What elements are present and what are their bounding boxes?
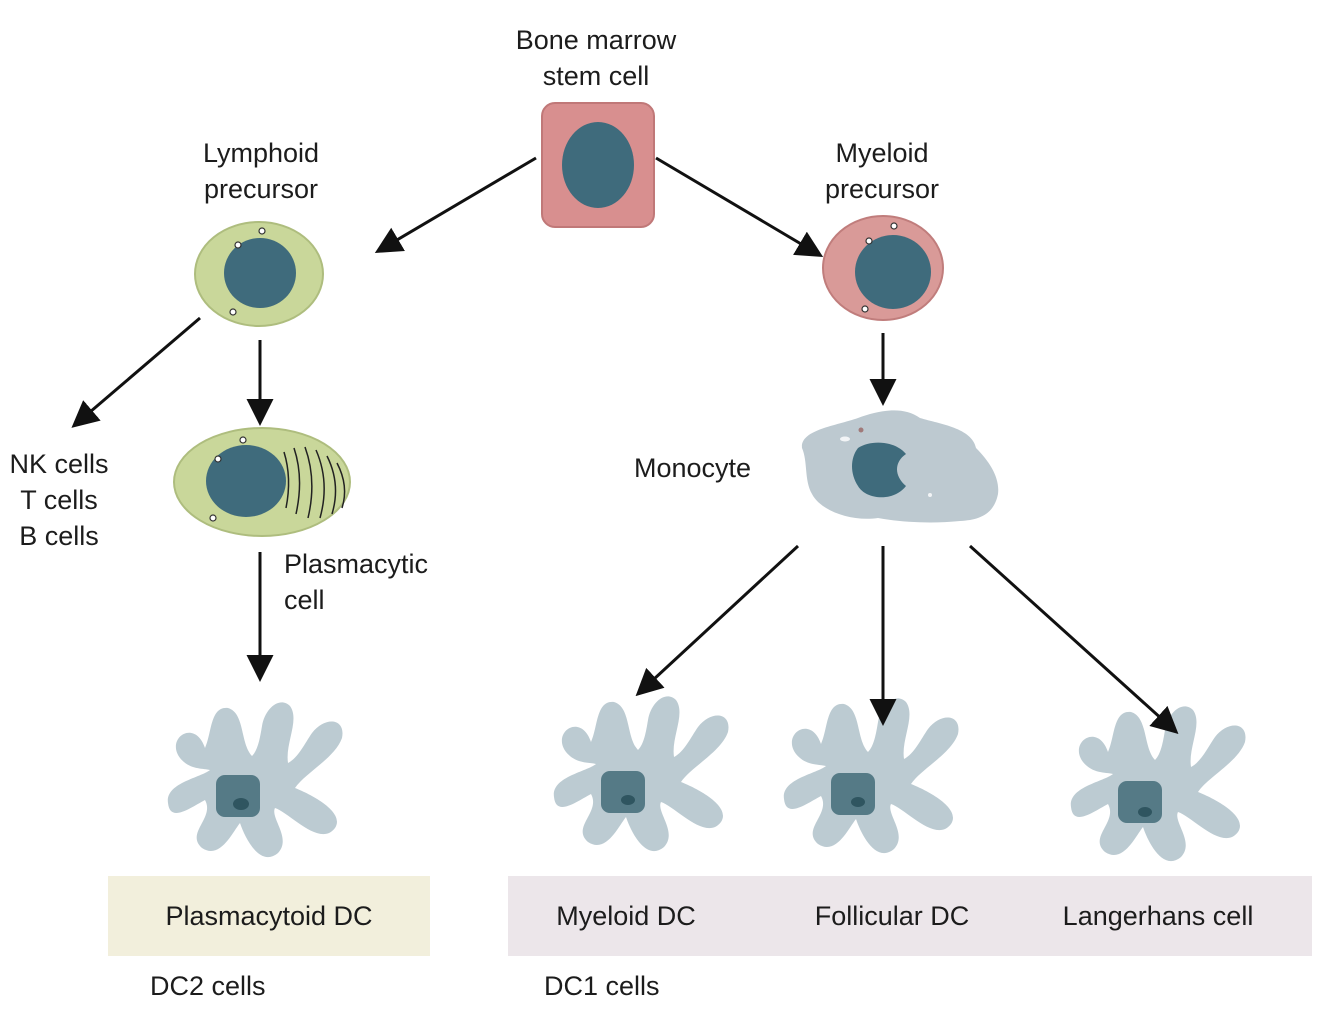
label-line: cell: [284, 585, 325, 615]
lymphoid-precursor-label: Lymphoid precursor: [203, 135, 319, 207]
dc1-box-background: [508, 876, 1312, 956]
label-line: Lymphoid: [202, 138, 320, 168]
langerhans-cell-label: Langerhans cell: [1062, 901, 1254, 931]
myeloid-dc-label: Myeloid DC: [556, 901, 696, 931]
plasmacytic-cell: [173, 427, 351, 537]
bone-marrow-stem-cell-label: Bone marrow stem cell: [516, 22, 677, 94]
follicular-dc-cell: [783, 698, 959, 854]
arrow-monocyte-to-langerhans: [968, 544, 1179, 735]
plasmacytoid-dc-cell: [167, 702, 343, 858]
t-cells-text: T cells: [20, 485, 98, 515]
arrow-stem-to-myeloid: [655, 156, 824, 258]
nk-t-b-cells-label: NK cells T cells B cells: [0, 446, 118, 554]
myeloid-dc-cell: [553, 696, 729, 852]
b-cells-text: B cells: [19, 521, 99, 551]
lymphoid-precursor-cell: [194, 221, 324, 327]
label-line: stem cell: [542, 61, 650, 91]
dc1-cells-label: DC1 cells: [544, 971, 660, 1001]
arrow-lymphoid-to-nk-t-b: [71, 316, 201, 428]
myeloid-precursor-cell: [822, 215, 944, 321]
langerhans-cell: [1070, 706, 1246, 862]
label-line: Bone marrow: [515, 25, 677, 55]
label-line: Myeloid: [835, 138, 929, 168]
nk-cells-text: NK cells: [9, 449, 109, 479]
label-line: Plasmacytic: [284, 549, 429, 579]
myeloid-precursor-label: Myeloid precursor: [825, 135, 939, 207]
label-line: precursor: [203, 174, 319, 204]
dc2-box: Plasmacytoid DC: [108, 876, 430, 956]
arrow-monocyte-to-myeloid-dc: [635, 544, 800, 697]
plasmacytic-cell-label: Plasmacytic cell: [284, 546, 428, 618]
monocyte-label: Monocyte: [634, 453, 752, 483]
follicular-dc-label: Follicular DC: [814, 901, 970, 931]
arrow-stem-to-lymphoid: [374, 156, 537, 254]
monocyte-cell: [801, 410, 999, 523]
dc1-box: Myeloid DC Follicular DC Langerhans cell: [508, 876, 1312, 956]
dc2-box-background: [108, 876, 430, 956]
dc2-cells-label: DC2 cells: [150, 971, 266, 1001]
label-line: precursor: [824, 174, 940, 204]
plasmacytoid-dc-label: Plasmacytoid DC: [165, 901, 373, 931]
bone-marrow-stem-cell: [541, 102, 655, 228]
